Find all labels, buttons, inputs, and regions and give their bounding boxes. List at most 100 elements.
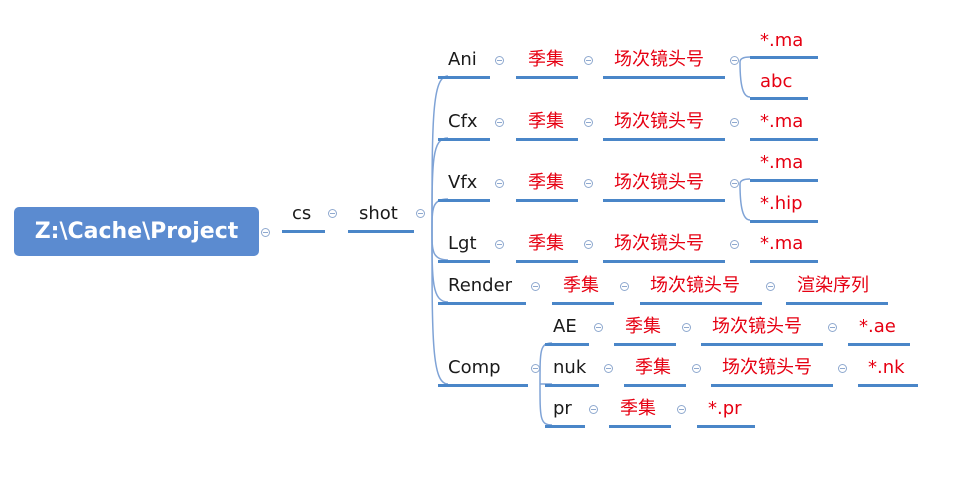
- underline-ani: [438, 76, 490, 79]
- node-ani[interactable]: Ani: [448, 49, 477, 70]
- connector-ani-files: [739, 56, 751, 98]
- node-vfx[interactable]: Vfx: [448, 172, 478, 193]
- node-render[interactable]: Render: [448, 275, 513, 296]
- node-vfx-file-1[interactable]: *.ma: [760, 152, 804, 173]
- underline-ae: [545, 343, 589, 346]
- node-lgt-scene[interactable]: 场次镜头号: [614, 233, 704, 254]
- underline-lgt: [438, 260, 490, 263]
- underline-cfx-scene: [603, 138, 725, 141]
- underline-ani-file-1: [750, 56, 818, 59]
- underline-lgt-season: [516, 260, 578, 263]
- node-ae-season[interactable]: 季集: [625, 316, 661, 337]
- node-pr[interactable]: pr: [553, 398, 572, 419]
- underline-pr-file: [697, 425, 755, 428]
- underline-vfx-scene: [603, 199, 725, 202]
- underline-cfx-season: [516, 138, 578, 141]
- node-ani-season[interactable]: 季集: [528, 49, 564, 70]
- node-shot[interactable]: shot: [359, 203, 398, 224]
- connector-shot-lgt: [431, 231, 449, 261]
- collapse-cs-icon[interactable]: [328, 209, 337, 218]
- collapse-vfx-season-icon[interactable]: [584, 179, 593, 188]
- collapse-lgt-season-icon[interactable]: [584, 240, 593, 249]
- underline-lgt-scene: [603, 260, 725, 263]
- collapse-lgt-icon[interactable]: [495, 240, 504, 249]
- collapse-render-season-icon[interactable]: [620, 282, 629, 291]
- node-comp[interactable]: Comp: [448, 357, 501, 378]
- collapse-pr-icon[interactable]: [589, 405, 598, 414]
- collapse-cfx-scene-icon[interactable]: [730, 118, 739, 127]
- collapse-vfx-icon[interactable]: [495, 179, 504, 188]
- collapse-pr-season-icon[interactable]: [677, 405, 686, 414]
- collapse-comp-icon[interactable]: [531, 364, 540, 373]
- underline-render-leaf: [786, 302, 888, 305]
- node-lgt-file-1[interactable]: *.ma: [760, 233, 804, 254]
- underline-vfx-season: [516, 199, 578, 202]
- node-ae-file[interactable]: *.ae: [859, 316, 896, 337]
- underline-shot: [348, 230, 414, 233]
- node-ani-file-2[interactable]: abc: [760, 71, 793, 92]
- underline-lgt-file-1: [750, 260, 818, 263]
- node-vfx-file-2[interactable]: *.hip: [760, 193, 803, 214]
- node-lgt-season[interactable]: 季集: [528, 233, 564, 254]
- collapse-lgt-scene-icon[interactable]: [730, 240, 739, 249]
- root-label: Z:\Cache\Project: [34, 219, 239, 244]
- connector-shot-cfx: [431, 137, 449, 233]
- collapse-cfx-season-icon[interactable]: [584, 118, 593, 127]
- collapse-ani-season-icon[interactable]: [584, 56, 593, 65]
- underline-pr: [545, 425, 585, 428]
- underline-ani-season: [516, 76, 578, 79]
- connector-shot-vfx: [431, 198, 449, 233]
- underline-vfx-file-2: [750, 220, 818, 223]
- underline-render-scene: [640, 302, 762, 305]
- node-render-scene[interactable]: 场次镜头号: [650, 275, 740, 296]
- collapse-render-icon[interactable]: [531, 282, 540, 291]
- connector-vfx-files: [739, 178, 751, 221]
- node-ae[interactable]: AE: [553, 316, 577, 337]
- node-cs[interactable]: cs: [292, 203, 312, 224]
- underline-render: [438, 302, 526, 305]
- node-nuk-file[interactable]: *.nk: [868, 357, 905, 378]
- collapse-ae-season-icon[interactable]: [682, 323, 691, 332]
- node-cfx[interactable]: Cfx: [448, 111, 478, 132]
- node-cfx-scene[interactable]: 场次镜头号: [614, 111, 704, 132]
- connector-shot-render: [431, 231, 449, 303]
- collapse-nuk-scene-icon[interactable]: [838, 364, 847, 373]
- node-ani-file-1[interactable]: *.ma: [760, 30, 804, 51]
- collapse-cfx-icon[interactable]: [495, 118, 504, 127]
- underline-ae-scene: [701, 343, 823, 346]
- underline-nuk: [545, 384, 599, 387]
- collapse-root-icon[interactable]: [261, 228, 270, 237]
- underline-nuk-season: [624, 384, 686, 387]
- root-node[interactable]: [14, 207, 259, 256]
- collapse-ani-scene-icon[interactable]: [730, 56, 739, 65]
- underline-vfx-file-1: [750, 179, 818, 182]
- collapse-shot-icon[interactable]: [416, 209, 425, 218]
- node-nuk-scene[interactable]: 场次镜头号: [722, 357, 812, 378]
- collapse-ani-icon[interactable]: [495, 56, 504, 65]
- node-lgt[interactable]: Lgt: [448, 233, 477, 254]
- connector-comp-ae: [539, 342, 553, 385]
- connector-comp-pr: [539, 383, 553, 426]
- collapse-nuk-icon[interactable]: [604, 364, 613, 373]
- collapse-vfx-scene-icon[interactable]: [730, 179, 739, 188]
- node-vfx-season[interactable]: 季集: [528, 172, 564, 193]
- underline-ani-scene: [603, 76, 725, 79]
- collapse-ae-scene-icon[interactable]: [828, 323, 837, 332]
- underline-pr-season: [609, 425, 671, 428]
- node-cfx-file-1[interactable]: *.ma: [760, 111, 804, 132]
- node-nuk-season[interactable]: 季集: [635, 357, 671, 378]
- node-ani-scene[interactable]: 场次镜头号: [614, 49, 704, 70]
- collapse-ae-icon[interactable]: [594, 323, 603, 332]
- underline-cfx-file-1: [750, 138, 818, 141]
- node-ae-scene[interactable]: 场次镜头号: [712, 316, 802, 337]
- node-pr-file[interactable]: *.pr: [708, 398, 742, 419]
- node-cfx-season[interactable]: 季集: [528, 111, 564, 132]
- node-nuk[interactable]: nuk: [553, 357, 587, 378]
- node-pr-season[interactable]: 季集: [620, 398, 656, 419]
- collapse-nuk-season-icon[interactable]: [692, 364, 701, 373]
- node-vfx-scene[interactable]: 场次镜头号: [614, 172, 704, 193]
- node-render-season[interactable]: 季集: [563, 275, 599, 296]
- node-render-leaf[interactable]: 渲染序列: [797, 275, 869, 296]
- collapse-render-scene-icon[interactable]: [766, 282, 775, 291]
- connector-shot-comp: [431, 231, 449, 385]
